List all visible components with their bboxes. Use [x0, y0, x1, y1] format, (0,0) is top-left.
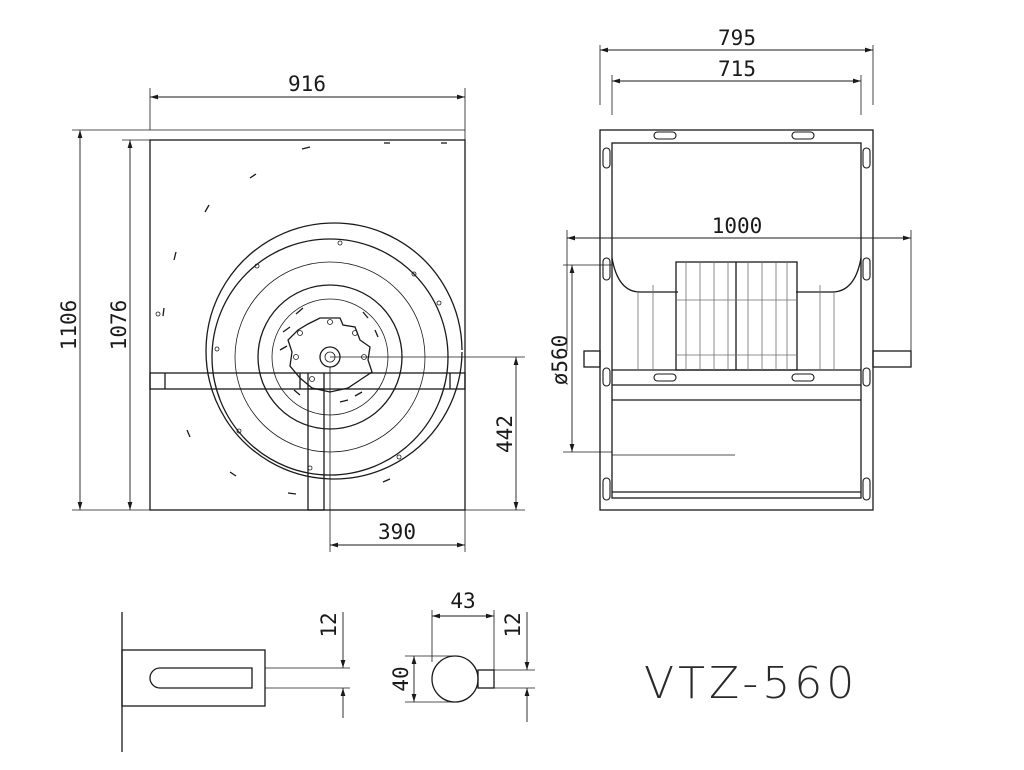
dim-front-height-inner: 1076 [107, 300, 131, 351]
scroll-marks [162, 173, 391, 495]
dim-shaft-length: 1000 [712, 214, 763, 238]
support-frame [149, 372, 466, 511]
dim-shaft-height: 442 [493, 415, 517, 453]
dim-key-width-b: 12 [501, 612, 525, 637]
front-view: 916 1106 1076 442 390 [57, 72, 525, 552]
dim-inlet-diameter: ø560 [548, 335, 572, 386]
dim-side-width-inner: 715 [718, 57, 756, 81]
dim-front-height-outer: 1106 [57, 300, 81, 351]
dim-key-length: 43 [450, 589, 475, 613]
dim-key-width-a: 12 [317, 612, 341, 637]
shaft-section: 43 40 12 [389, 589, 535, 722]
impeller [155, 222, 463, 480]
shaft-detail-side: 12 [121, 612, 350, 752]
dim-side-width-outer: 795 [718, 26, 756, 50]
model-title: VTZ-560 [644, 658, 858, 709]
side-view: 795 715 1000 ø560 [548, 26, 912, 511]
dim-shaft-diameter: 40 [389, 666, 413, 691]
dim-shaft-offset: 390 [378, 520, 416, 544]
dim-front-width: 916 [288, 72, 326, 96]
